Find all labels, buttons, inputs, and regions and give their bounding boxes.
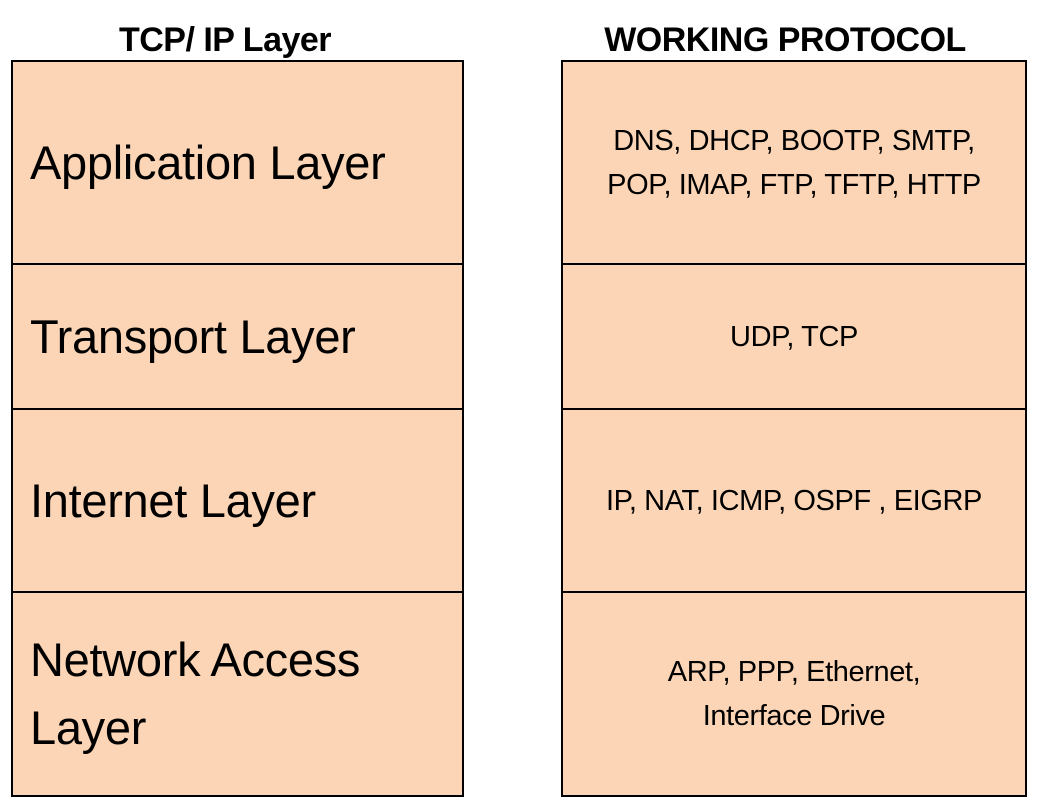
internet-protocols-text: IP, NAT, ICMP, OSPF , EIGRP bbox=[606, 484, 982, 517]
network-access-protocols-text: ARP, PPP, Ethernet, Interface Drive bbox=[667, 656, 921, 732]
application-layer-label: Application Layer bbox=[30, 135, 386, 189]
working-protocol-header: WORKING PROTOCOL bbox=[604, 21, 966, 59]
internet-layer-cell: Internet Layer bbox=[13, 408, 462, 591]
tcp-ip-layer-column: Application Layer Transport Layer Intern… bbox=[11, 60, 464, 797]
transport-protocols-cell: UDP, TCP bbox=[563, 263, 1025, 408]
network-access-layer-label: Network Access Layer bbox=[30, 633, 361, 754]
transport-protocols-text: UDP, TCP bbox=[730, 320, 858, 353]
internet-layer-label: Internet Layer bbox=[30, 473, 316, 527]
application-protocols-cell: DNS, DHCP, BOOTP, SMTP, POP, IMAP, FTP, … bbox=[563, 62, 1025, 263]
transport-layer-label: Transport Layer bbox=[30, 309, 356, 363]
tcp-ip-layer-header: TCP/ IP Layer bbox=[118, 21, 332, 59]
working-protocol-column: DNS, DHCP, BOOTP, SMTP, POP, IMAP, FTP, … bbox=[561, 60, 1027, 797]
network-access-protocols-cell: ARP, PPP, Ethernet, Interface Drive bbox=[563, 591, 1025, 795]
internet-protocols-cell: IP, NAT, ICMP, OSPF , EIGRP bbox=[563, 408, 1025, 591]
application-layer-cell: Application Layer bbox=[13, 62, 462, 263]
application-protocols-text: DNS, DHCP, BOOTP, SMTP, POP, IMAP, FTP, … bbox=[607, 124, 981, 201]
network-access-layer-cell: Network Access Layer bbox=[13, 591, 462, 795]
transport-layer-cell: Transport Layer bbox=[13, 263, 462, 408]
